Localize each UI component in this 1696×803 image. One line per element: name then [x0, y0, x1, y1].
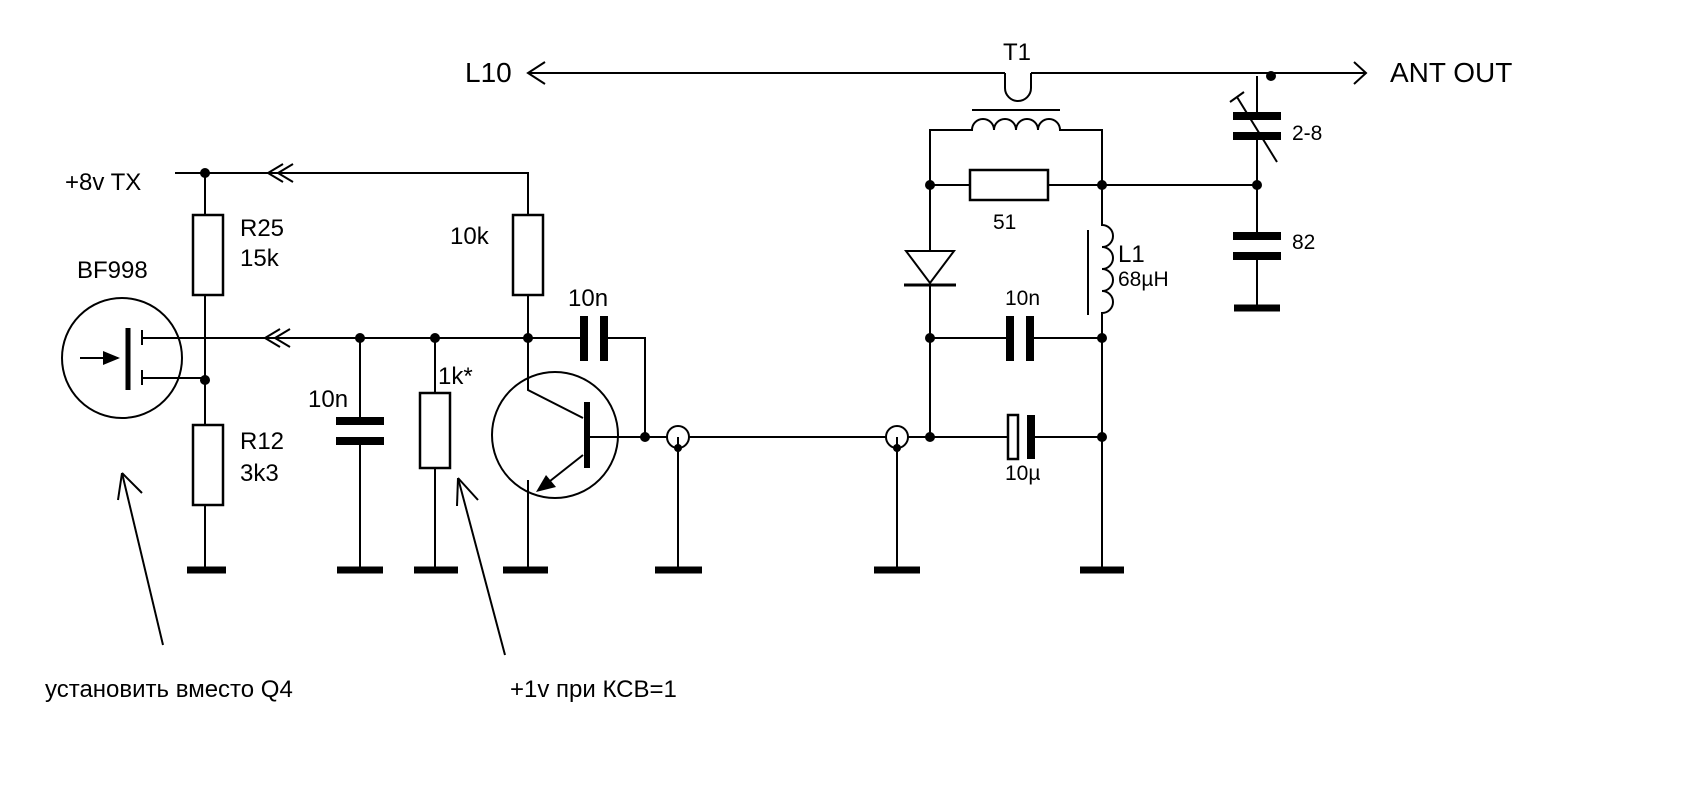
rf-through-line [526, 61, 1368, 102]
label-t1: T1 [1003, 39, 1031, 66]
label-l1-value: 68µH [1118, 268, 1169, 291]
capacitor-coupling-10n [580, 316, 646, 437]
resistor-r25 [191, 213, 225, 297]
label-l10: L10 [465, 57, 512, 88]
label-c-electrolytic: 10µ [1005, 462, 1040, 485]
label-supply: +8v TX [65, 169, 141, 196]
label-c-fixed: 82 [1292, 231, 1315, 254]
output-divider [1229, 76, 1281, 312]
resistor-10k [511, 213, 545, 297]
label-r25-value: 15k [240, 245, 280, 272]
resistor-1k [414, 338, 458, 574]
base-bias-bus [205, 328, 580, 348]
label-c-coupling: 10n [568, 285, 608, 312]
label-c-bypass: 10n [1005, 287, 1040, 310]
label-r-base: 1k* [438, 363, 473, 390]
label-c-base: 10n [308, 386, 348, 413]
label-r25-name: R25 [240, 215, 284, 242]
label-l1-name: L1 [1118, 241, 1145, 268]
bias-network [175, 163, 529, 574]
transformer-t1-winding [929, 109, 1103, 185]
label-r12-value: 3k3 [240, 460, 279, 487]
label-fet: BF998 [77, 257, 148, 284]
annotation-arrows [117, 472, 506, 656]
detector-network [904, 168, 1262, 574]
note-voltage: +1v при КСВ=1 [510, 676, 677, 703]
label-c-trimmer: 2-8 [1292, 122, 1322, 145]
coax-cable [645, 425, 930, 574]
resistor-r12 [191, 423, 225, 507]
label-r12-name: R12 [240, 428, 284, 455]
note-fet-replacement: установить вместо Q4 [45, 676, 293, 703]
bjt-transistor [491, 338, 650, 574]
label-r-bridge: 51 [993, 211, 1016, 234]
label-r-collector: 10k [450, 223, 490, 250]
capacitor-base-10n [336, 338, 384, 574]
label-ant-out: ANT OUT [1390, 57, 1512, 88]
mosfet-bf998 [61, 297, 205, 419]
